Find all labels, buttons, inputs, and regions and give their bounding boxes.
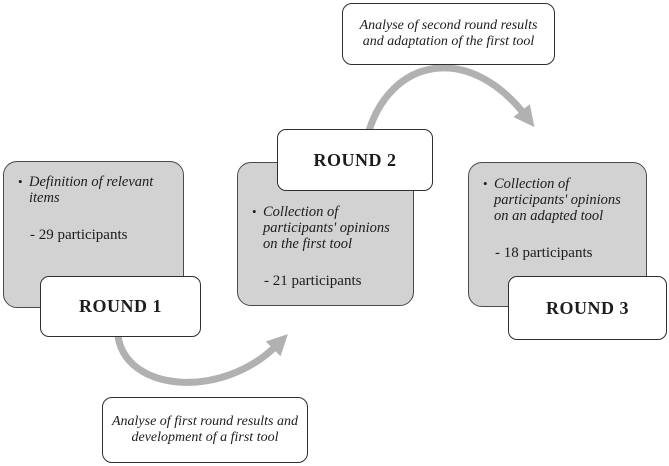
round3-description-item: • Collection of participants' opinions o… bbox=[483, 176, 634, 225]
bullet-marker: • bbox=[18, 174, 23, 189]
arrow-round1-to-round2 bbox=[114, 334, 288, 386]
round2-participants-count: - 21 participants bbox=[264, 272, 362, 289]
round3-description: Collection of participants' opinions on … bbox=[494, 176, 621, 224]
round2-label-box: ROUND 2 bbox=[277, 129, 433, 191]
bullet-marker: • bbox=[252, 204, 257, 219]
round3-participants-count: - 18 participants bbox=[495, 244, 593, 261]
annotation-text: Analyse of second round results and adap… bbox=[359, 17, 538, 49]
round1-description: Definition of relevant items bbox=[29, 174, 154, 206]
round3-label: ROUND 3 bbox=[546, 297, 629, 318]
round1-label-box: ROUND 1 bbox=[40, 276, 201, 337]
round2-description: Collection of participants' opinions on … bbox=[263, 204, 390, 252]
round2-label: ROUND 2 bbox=[313, 149, 397, 170]
annotation-text: Analyse of first round results and devel… bbox=[111, 413, 299, 445]
round1-description-item: • Definition of relevant items bbox=[18, 174, 167, 207]
bullet-marker: • bbox=[483, 176, 488, 191]
annotation-round1-to-round2: Analyse of first round results and devel… bbox=[102, 397, 308, 463]
round2-description-item: • Collection of participants' opinions o… bbox=[252, 204, 401, 253]
round1-participants-count: - 29 participants bbox=[30, 226, 128, 243]
round1-label: ROUND 1 bbox=[79, 296, 162, 316]
round3-label-box: ROUND 3 bbox=[508, 276, 667, 340]
arrow-round2-to-round3 bbox=[364, 64, 535, 135]
annotation-round2-to-round3: Analyse of second round results and adap… bbox=[342, 3, 555, 65]
